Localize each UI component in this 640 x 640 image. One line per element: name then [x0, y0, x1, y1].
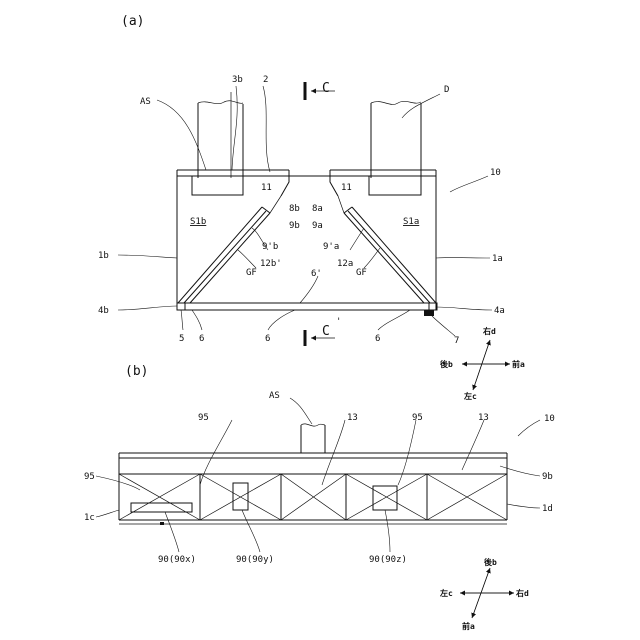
compass-a-right: 前a [512, 359, 525, 369]
compass-b-up: 後b [484, 557, 497, 567]
compass-b-right: 右d [515, 588, 529, 598]
label-10-b: 10 [544, 414, 555, 424]
filter-right [338, 196, 436, 303]
leader-lines-b [96, 420, 540, 552]
label-95-b: 95 [412, 413, 423, 423]
marker-small [160, 522, 164, 525]
compass-a-down: 左c [463, 391, 477, 401]
panel-b: (b) [84, 364, 555, 631]
label-7: 7 [454, 336, 459, 346]
label-95-a: 95 [198, 413, 209, 423]
compass-a-up: 右d [482, 326, 496, 336]
label-5: 5 [179, 334, 184, 344]
leader-10-b [518, 420, 540, 436]
label-c-prime: ' [336, 317, 341, 327]
panel-a-caption: (a) [121, 14, 144, 29]
label-6p: 6' [311, 269, 322, 279]
label-95-c: 95 [84, 472, 95, 482]
label-12bp: 12b' [260, 259, 282, 269]
compass-b-left: 左c [439, 588, 453, 598]
label-8a: 8a [312, 204, 323, 214]
label-as: AS [140, 97, 151, 107]
label-9pa: 9'a [323, 242, 339, 252]
corner-block-left [177, 303, 185, 310]
label-gf-right: GF [356, 268, 367, 278]
section-mark-top [305, 82, 335, 100]
label-4a: 4a [494, 306, 505, 316]
label-d: D [444, 85, 449, 95]
label-11-left: 11 [261, 183, 272, 193]
duct-as-b [290, 398, 325, 453]
label-9pb: 9'b [262, 242, 278, 252]
label-90x: 90(90x) [158, 555, 196, 565]
label-c-top: C [322, 81, 330, 96]
label-6-left: 6 [199, 334, 204, 344]
label-13-a: 13 [347, 413, 358, 423]
panel-a: (a) [98, 14, 525, 401]
section-mark-bottom [305, 330, 335, 346]
label-6-mid: 6 [265, 334, 270, 344]
label-8b: 8b [289, 204, 300, 214]
label-1a: 1a [492, 254, 503, 264]
duct-d [371, 101, 421, 178]
label-13-b: 13 [478, 413, 489, 423]
label-s1a: S1a [403, 217, 419, 227]
label-9b-b: 9b [542, 472, 553, 482]
label-gf-left: GF [246, 268, 257, 278]
sensor-7 [424, 310, 434, 316]
label-11-right: 11 [341, 183, 352, 193]
compass-a-left: 後b [440, 359, 453, 369]
sensor-90y [233, 483, 248, 510]
label-10: 10 [490, 168, 501, 178]
label-12a: 12a [337, 259, 353, 269]
label-1d: 1d [542, 504, 553, 514]
label-4b: 4b [98, 306, 109, 316]
label-2: 2 [263, 75, 268, 85]
label-90y: 90(90y) [236, 555, 274, 565]
filter-cells [119, 474, 507, 520]
compass-b: 後b 左c 右d 前a [439, 557, 529, 631]
compass-b-down: 前a [462, 621, 475, 631]
rails [119, 453, 507, 524]
label-as-b: AS [269, 391, 280, 401]
label-9a: 9a [312, 221, 323, 231]
label-9b: 9b [289, 221, 300, 231]
panel-b-caption: (b) [125, 364, 148, 379]
label-90z: 90(90z) [369, 555, 407, 565]
label-s1b: S1b [190, 217, 206, 227]
label-1b: 1b [98, 251, 109, 261]
label-c-bottom: C [322, 324, 330, 339]
label-3b: 3b [232, 75, 243, 85]
housing [177, 170, 436, 310]
label-6-right: 6 [375, 334, 380, 344]
compass-a: 右d 後b 前a 左c [440, 326, 525, 401]
label-1c: 1c [84, 513, 95, 523]
duct-as [198, 92, 243, 178]
